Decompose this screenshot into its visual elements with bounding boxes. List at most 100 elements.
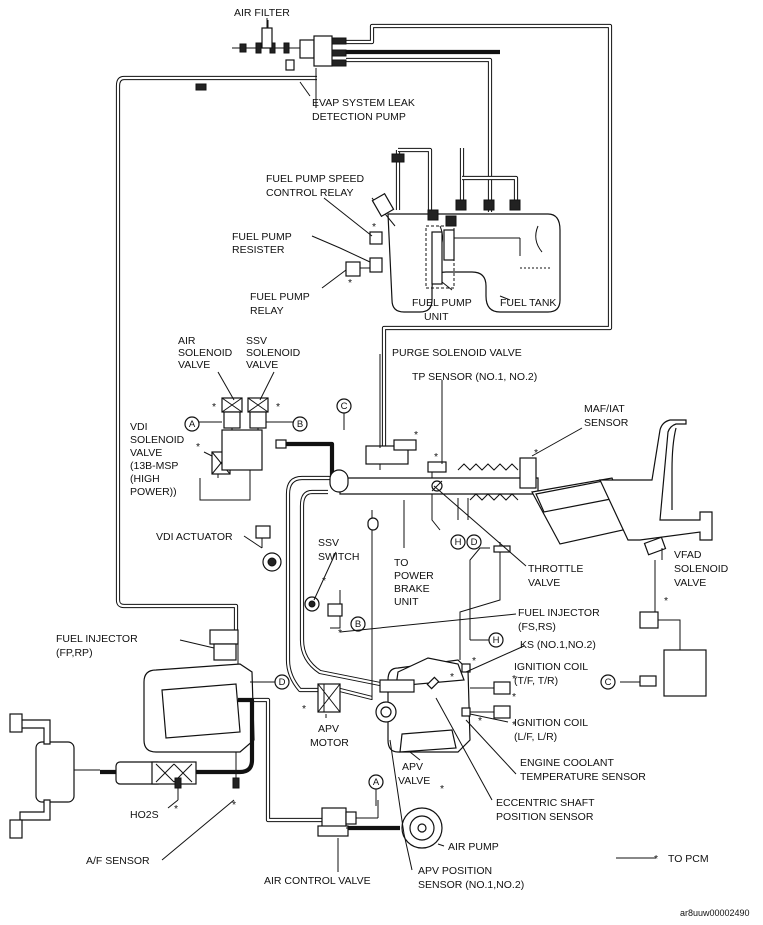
label-to-pcm: TO PCM	[668, 853, 709, 865]
label-vdi-4: (13B-MSP	[130, 460, 178, 472]
svg-text:*: *	[414, 429, 418, 441]
fuel-pump-relay	[345, 261, 361, 277]
label-fprelay-2: RELAY	[250, 305, 284, 317]
label-brake-4: UNIT	[394, 596, 419, 608]
label-vdi-2: SOLENOID	[130, 434, 185, 446]
hose-fitting	[367, 517, 379, 531]
label-apv-valve-2: VALVE	[398, 775, 430, 787]
svg-text:A: A	[373, 777, 380, 788]
svg-text:D: D	[471, 537, 478, 548]
svg-text:*: *	[322, 575, 326, 587]
evap-leak-detection-pump	[285, 35, 347, 108]
marker-d-low: D	[250, 674, 290, 690]
hose-fitting	[639, 675, 657, 687]
vdi-actuator	[255, 525, 282, 572]
label-vdi-1: VDI	[130, 421, 148, 433]
svg-text:*: *	[512, 719, 516, 731]
air-cleaner	[531, 419, 713, 556]
label-brake-1: TO	[394, 557, 408, 569]
svg-text:*: *	[338, 627, 342, 639]
label-apv-pos-2: SENSOR (NO.1,NO.2)	[418, 879, 524, 891]
ssv-solenoid-valve	[247, 397, 294, 429]
label-air-sol-2: SOLENOID	[178, 347, 233, 359]
label-fpu-1: FUEL PUMP	[412, 297, 472, 309]
svg-text:*: *	[196, 441, 200, 453]
label-mafiat-1: MAF/IAT	[584, 403, 625, 415]
svg-text:*: *	[654, 853, 658, 865]
label-ect-1: ENGINE COOLANT	[520, 757, 615, 769]
air-pump	[346, 807, 443, 849]
marker-a-top: A	[184, 416, 200, 432]
component-labels: AIR FILTER EVAP SYSTEM LEAK DETECTION PU…	[56, 7, 750, 918]
marker-h-mid: H	[450, 534, 466, 550]
label-fi-fs-2: (FS,RS)	[518, 621, 556, 633]
vfad-solenoid-valve	[639, 611, 659, 629]
label-ssv-sol-1: SSV	[246, 335, 267, 347]
label-vdi-3: VALVE	[130, 447, 162, 459]
label-ect-2: TEMPERATURE SENSOR	[520, 771, 646, 783]
label-ecc-1: ECCENTRIC SHAFT	[496, 797, 595, 809]
label-af-sensor: A/F SENSOR	[86, 855, 150, 867]
label-air-filter: AIR FILTER	[234, 7, 290, 19]
vacuum-chamber	[663, 649, 707, 697]
label-air-sol-1: AIR	[178, 335, 196, 347]
pcm-marks: * * * * * * * * * * * * * * * * * * * * …	[174, 221, 668, 815]
label-fpsc-1: FUEL PUMP SPEED	[266, 173, 364, 185]
svg-text:*: *	[472, 655, 476, 667]
label-fpu-2: UNIT	[424, 311, 449, 323]
label-apv-valve-1: APV	[402, 761, 423, 773]
label-ssv-switch-1: SSV	[318, 537, 339, 549]
label-fi-fp-2: (FP,RP)	[56, 647, 93, 659]
apv-motor	[317, 683, 341, 713]
label-fi-fs-1: FUEL INJECTOR	[518, 607, 600, 619]
svg-text:A: A	[189, 419, 196, 430]
leader-lines	[161, 20, 663, 872]
svg-text:*: *	[212, 401, 216, 413]
svg-text:H: H	[493, 635, 500, 646]
svg-text:*: *	[450, 671, 454, 683]
svg-text:B: B	[355, 619, 361, 630]
label-vdi-actuator: VDI ACTUATOR	[156, 531, 233, 543]
fuel-pump-resister	[369, 257, 383, 273]
label-ssv-switch-2: SWITCH	[318, 551, 359, 563]
svg-text:H: H	[455, 537, 462, 548]
svg-text:*: *	[664, 595, 668, 607]
label-fprelay-1: FUEL PUMP	[250, 291, 310, 303]
vdi-solenoid-valve	[211, 429, 263, 475]
hose-fitting	[195, 83, 207, 91]
engine-housing-rear	[375, 657, 471, 753]
label-air-control-valve: AIR CONTROL VALVE	[264, 875, 371, 887]
svg-text:*: *	[276, 401, 280, 413]
fuel-pump-speed-control-relay	[369, 231, 383, 245]
svg-text:*: *	[174, 803, 178, 815]
marker-b-top: B	[292, 416, 308, 432]
svg-text:D: D	[279, 677, 286, 688]
svg-text:*: *	[478, 715, 482, 727]
label-ks: KS (NO.1,NO.2)	[520, 639, 596, 651]
exhaust-system	[9, 697, 255, 839]
label-air-sol-3: VALVE	[178, 359, 210, 371]
label-ign-t-2: (T/F, T/R)	[514, 675, 558, 687]
label-vfad-2: SOLENOID	[674, 563, 729, 575]
label-ign-l-2: (L/F, L/R)	[514, 731, 557, 743]
label-fpsc-2: CONTROL RELAY	[266, 187, 354, 199]
label-ign-t-1: IGNITION COIL	[514, 661, 588, 673]
svg-text:*: *	[512, 691, 516, 703]
engine-housing-front	[143, 629, 255, 753]
svg-text:*: *	[440, 783, 444, 795]
ignition-coil-l	[493, 705, 511, 719]
svg-text:B: B	[297, 419, 303, 430]
label-fpr-2: RESISTER	[232, 244, 285, 256]
label-ho2s: HO2S	[130, 809, 159, 821]
label-throttle-1: THROTTLE	[528, 563, 583, 575]
label-throttle-2: VALVE	[528, 577, 560, 589]
label-evap-2: DETECTION PUMP	[312, 111, 406, 123]
svg-text:*: *	[348, 277, 352, 289]
label-fpr-1: FUEL PUMP	[232, 231, 292, 243]
svg-text:*: *	[434, 451, 438, 463]
marker-a-low: A	[368, 774, 384, 806]
label-fi-fp-1: FUEL INJECTOR	[56, 633, 138, 645]
svg-text:C: C	[605, 677, 612, 688]
air-control-valve	[317, 800, 379, 837]
marker-c-top: C	[336, 398, 352, 430]
